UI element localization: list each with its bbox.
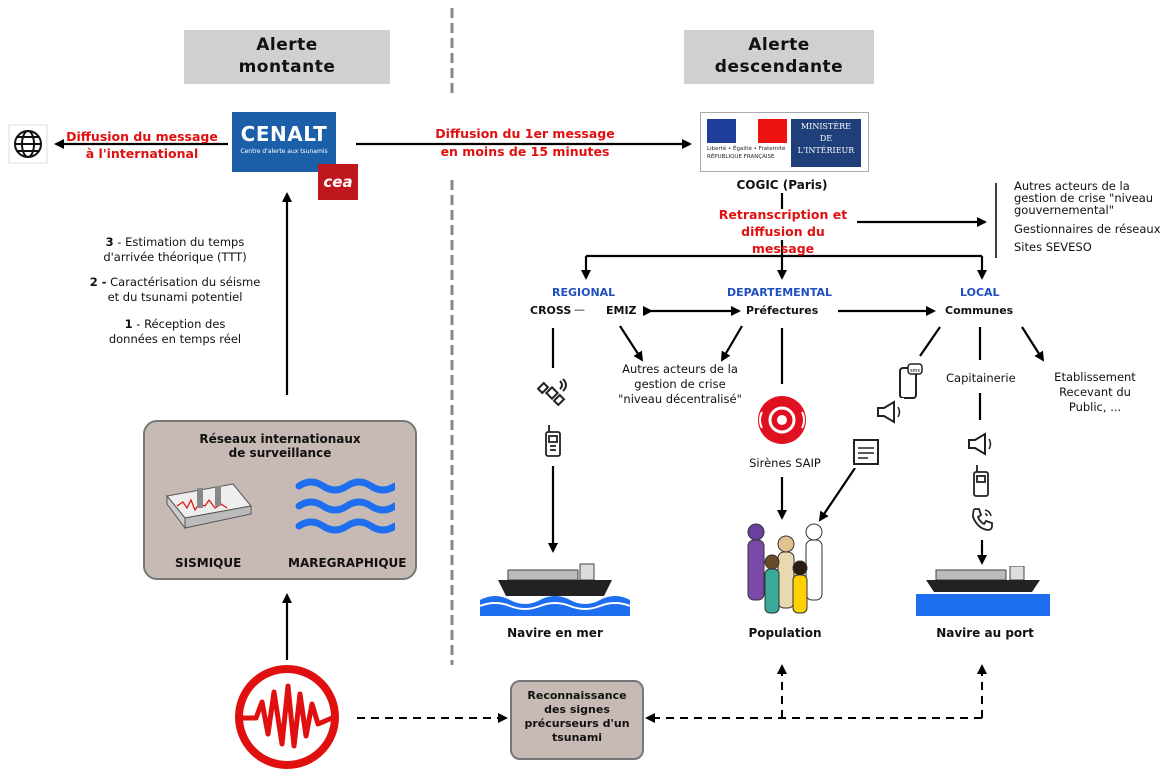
- seveso-label: Sites SEVESO: [1014, 240, 1092, 254]
- cogic-label: COGIC (Paris): [736, 178, 828, 192]
- sms-phone-icon: sms: [890, 362, 926, 402]
- target-port-label: Navire au port: [936, 626, 1034, 640]
- target-population-label: Population: [748, 626, 822, 640]
- fax-icon: [850, 436, 882, 468]
- step-3-num: 3: [105, 235, 114, 249]
- step-3-text: - Estimation du temps d'arrivée théoriqu…: [103, 235, 247, 264]
- level-regional: REGIONAL: [552, 286, 616, 299]
- step-2-num: 2 -: [89, 275, 107, 289]
- cenalt-subtitle: Centre d'alerte aux tsunamis: [240, 148, 328, 155]
- networks-box: Réseaux internationaux de surveillance S…: [143, 420, 417, 580]
- node-cross: CROSS: [530, 304, 572, 317]
- ship-port-icon: [916, 566, 1050, 616]
- earthquake-icon: [235, 665, 339, 769]
- population-icon: [747, 523, 823, 614]
- network-managers-label: Gestionnaires de réseaux: [1014, 222, 1161, 236]
- seismograph-icon: [166, 483, 252, 530]
- radio-port-icon: [973, 465, 989, 497]
- siren-icon: [758, 396, 806, 444]
- header-alerte-descendante: Alerte descendante: [684, 30, 874, 84]
- loudspeaker-port-icon: [965, 430, 995, 458]
- first-message-label: Diffusion du 1er message en moins de 15 …: [435, 126, 615, 159]
- maregraphique-label: MAREGRAPHIQUE: [288, 556, 407, 570]
- level-departmental: DEPARTEMENTAL: [727, 286, 833, 299]
- signs-box: Reconnaissance des signes précurseurs d'…: [510, 680, 644, 760]
- cenalt-logo: CENALT Centre d'alerte aux tsunamis: [232, 112, 336, 172]
- node-prefectures: Préfectures: [746, 304, 819, 317]
- step-1-text: - Réception des données en temps réel: [108, 317, 242, 346]
- phone-icon: [972, 508, 993, 531]
- header-alerte-montante: Alerte montante: [184, 30, 390, 84]
- erp-label: Etablissement Recevant du Public, ...: [1054, 370, 1136, 414]
- sirens-label: Sirènes SAIP: [749, 456, 821, 470]
- signs-label: Reconnaissance des signes précurseurs d'…: [524, 689, 630, 744]
- marianne-text: Liberté • Égalité • Fraternité RÉPUBLIQU…: [707, 146, 786, 160]
- other-actors-gov: Autres acteurs de la gestion de crise "n…: [1014, 179, 1154, 217]
- step-2: 2 - Caractérisation du séisme et du tsun…: [70, 275, 280, 305]
- level-local: LOCAL: [960, 286, 1000, 299]
- cenalt-name: CENALT: [240, 122, 328, 146]
- node-separator: —: [574, 303, 585, 316]
- step-3: 3 - Estimation du temps d'arrivée théori…: [70, 235, 280, 265]
- step-2-text: Caractérisation du séisme et du tsunami …: [107, 275, 261, 304]
- cea-logo: cea: [318, 164, 358, 200]
- capitainerie-label: Capitainerie: [946, 371, 1016, 385]
- globe-icon: [8, 124, 48, 164]
- step-1-num: 1: [124, 317, 133, 331]
- ministry-name-box: MINISTÈRE DE L'INTÉRIEUR: [791, 119, 861, 167]
- networks-title: Réseaux internationaux de surveillance: [199, 432, 361, 460]
- loudspeaker-icon: [874, 398, 904, 426]
- marianne-logo: Liberté • Égalité • Fraternité RÉPUBLIQU…: [707, 119, 787, 163]
- international-label: Diffusion du message à l'international: [66, 129, 218, 161]
- retranscription-label: Retranscription et diffusion du message: [718, 207, 848, 256]
- radio-icon: [545, 425, 561, 457]
- waves-icon: [295, 478, 395, 534]
- ship-sea-icon: [480, 563, 630, 616]
- ministry-logo: Liberté • Égalité • Fraternité RÉPUBLIQU…: [700, 112, 869, 172]
- other-actors-dec: Autres acteurs de la gestion de crise "n…: [618, 362, 742, 406]
- svg-text:sms: sms: [910, 368, 920, 374]
- sismique-label: SISMIQUE: [175, 556, 242, 570]
- step-1: 1 - Réception des données en temps réel: [70, 317, 280, 347]
- target-sea-label: Navire en mer: [507, 626, 603, 640]
- node-emiz: EMIZ: [606, 304, 637, 317]
- node-communes: Communes: [945, 304, 1014, 317]
- satellite-icon: [536, 378, 567, 407]
